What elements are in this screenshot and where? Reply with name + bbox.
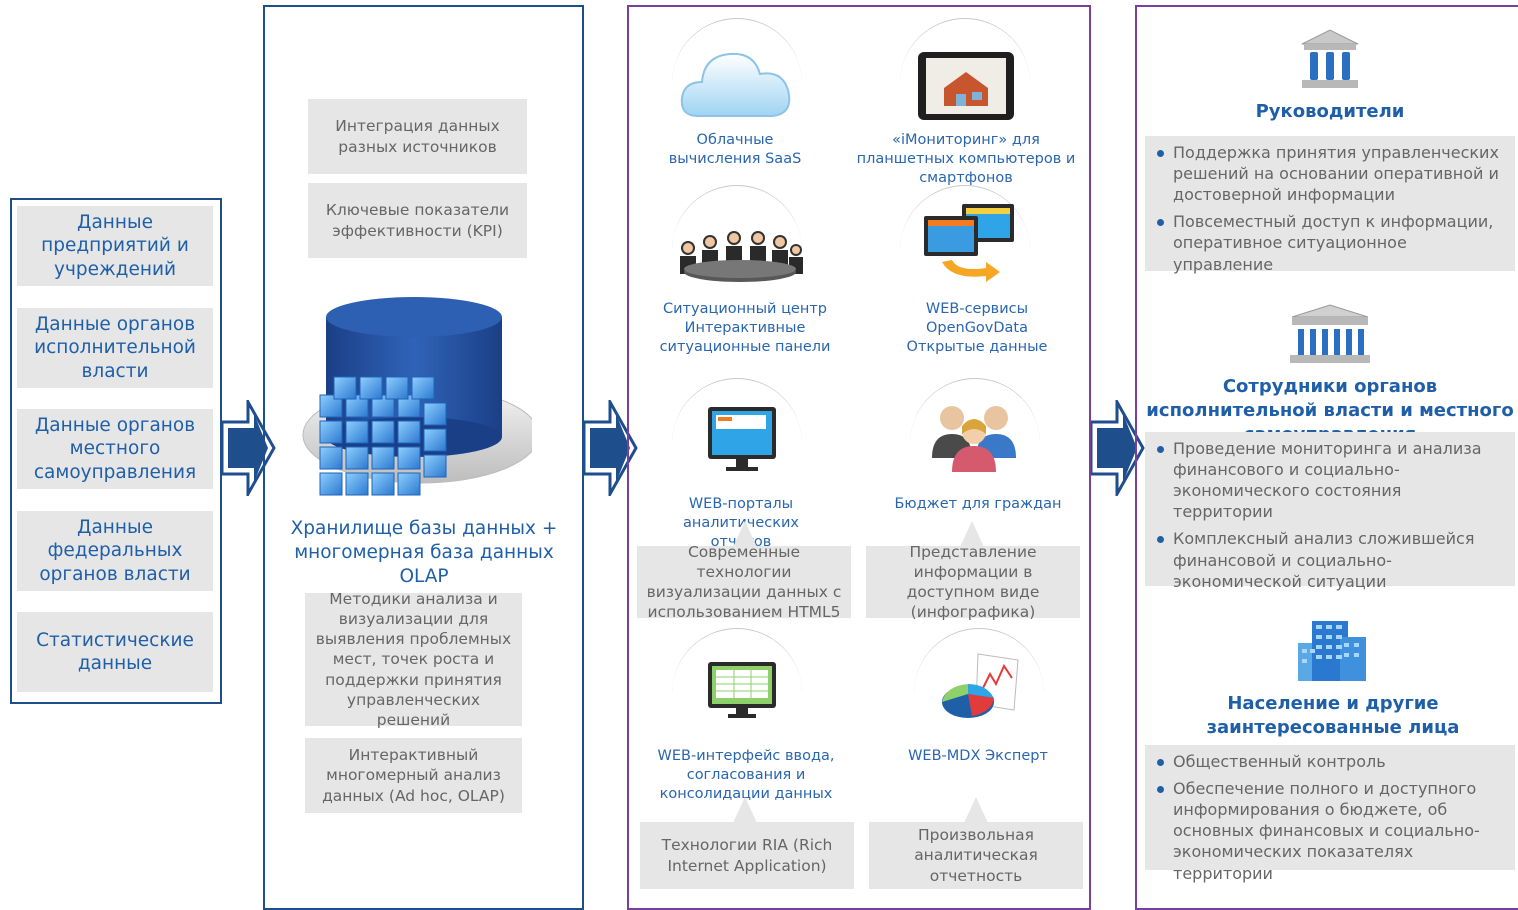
ria-box: Технологии RIA (Rich Internet Applicatio… xyxy=(640,822,854,889)
web-services-caption: WEB-сервисы OpenGovData Открытые данные xyxy=(906,301,1048,356)
methods-box: Методики анализа и визуализации для выяв… xyxy=(305,590,522,729)
citizens-icon xyxy=(932,406,1016,472)
arc-3 xyxy=(672,185,802,315)
web-services-icon xyxy=(924,204,1014,282)
budget-caption: Бюджет для граждан xyxy=(894,496,1062,512)
arc-8 xyxy=(914,628,1044,758)
source-executive: Данные органов исполнительной власти xyxy=(17,308,213,388)
leaders-title: Руководители xyxy=(1255,101,1405,122)
adhoc-reports-box: Произвольная аналитическая отчетность xyxy=(869,822,1083,889)
arc-2 xyxy=(900,18,1030,148)
kpi-box: Ключевые показатели эффективности (KPI) xyxy=(308,183,527,258)
database-title: Хранилище базы данных + многомерная база… xyxy=(290,518,558,588)
database-cube-icon xyxy=(302,297,532,496)
web-input-caption: WEB-интерфейс ввода, согласования и конс… xyxy=(657,748,835,803)
municipal-building-icon xyxy=(1290,304,1370,363)
employees-bullet-1: Проведение мониторинга и анализа финансо… xyxy=(1157,438,1505,522)
tablet-icon xyxy=(918,52,1014,120)
situation-center-icon xyxy=(680,231,803,282)
pointer-adhoc-reports xyxy=(964,797,988,823)
employees-bullet-2: Комплексный анализ сложившейся финансово… xyxy=(1157,528,1505,591)
portal-monitor-icon xyxy=(708,407,776,471)
sources-panel xyxy=(10,198,222,704)
source-statistics: Статистические данные xyxy=(17,612,213,692)
arc-6 xyxy=(910,378,1040,508)
arc-7 xyxy=(672,628,802,758)
citizens-bullet-2: Обеспечение полного и доступного информи… xyxy=(1157,778,1505,884)
source-enterprises: Данные предприятий и учреждений xyxy=(17,206,213,286)
integration-box: Интеграция данных разных источников xyxy=(308,99,527,174)
adhoc-box: Интерактивный многомерный анализ данных … xyxy=(305,738,522,813)
office-building-icon xyxy=(1298,621,1366,681)
imonitoring-caption: «iМониторинг» для планшетных компьютеров… xyxy=(856,132,1076,187)
situation-caption: Ситуационный центр Интерактивные ситуаци… xyxy=(659,301,831,356)
html5-box: Современные технологии визуализации данн… xyxy=(637,543,851,621)
flow-arrow-1 xyxy=(222,400,276,496)
citizens-title: Население и другие заинтересованные лица xyxy=(1206,693,1460,738)
leaders-bullet-1: Поддержка принятия управленческих решени… xyxy=(1157,142,1505,205)
leaders-bullet-2: Повсеместный доступ к информации, операт… xyxy=(1157,211,1505,274)
cloud-icon xyxy=(680,52,791,117)
arc-1 xyxy=(672,18,802,148)
leaders-bullets: Поддержка принятия управленческих решени… xyxy=(1145,136,1515,274)
flow-arrow-2 xyxy=(584,400,638,496)
source-federal: Данные федеральных органов власти xyxy=(17,511,213,591)
source-municipal: Данные органов местного самоуправления xyxy=(17,409,213,489)
infographic-box: Представление информации в доступном вид… xyxy=(866,543,1080,621)
flow-arrow-3 xyxy=(1091,400,1145,496)
cloud-caption: Облачные вычисления SaaS xyxy=(668,132,802,168)
mdx-caption: WEB-MDX Эксперт xyxy=(908,748,1048,764)
input-form-icon xyxy=(708,662,776,718)
pointer-html5 xyxy=(733,521,757,547)
government-building-icon xyxy=(1301,29,1359,88)
arc-5 xyxy=(672,378,802,508)
employees-bullets: Проведение мониторинга и анализа финансо… xyxy=(1145,432,1515,591)
pointer-ria xyxy=(733,797,757,823)
arc-4 xyxy=(900,185,1030,315)
citizens-bullets: Общественный контроль Обеспечение полног… xyxy=(1145,745,1515,883)
citizens-bullet-1: Общественный контроль xyxy=(1157,751,1505,772)
pointer-infographic xyxy=(960,521,984,547)
mdx-chart-icon xyxy=(942,653,1019,718)
